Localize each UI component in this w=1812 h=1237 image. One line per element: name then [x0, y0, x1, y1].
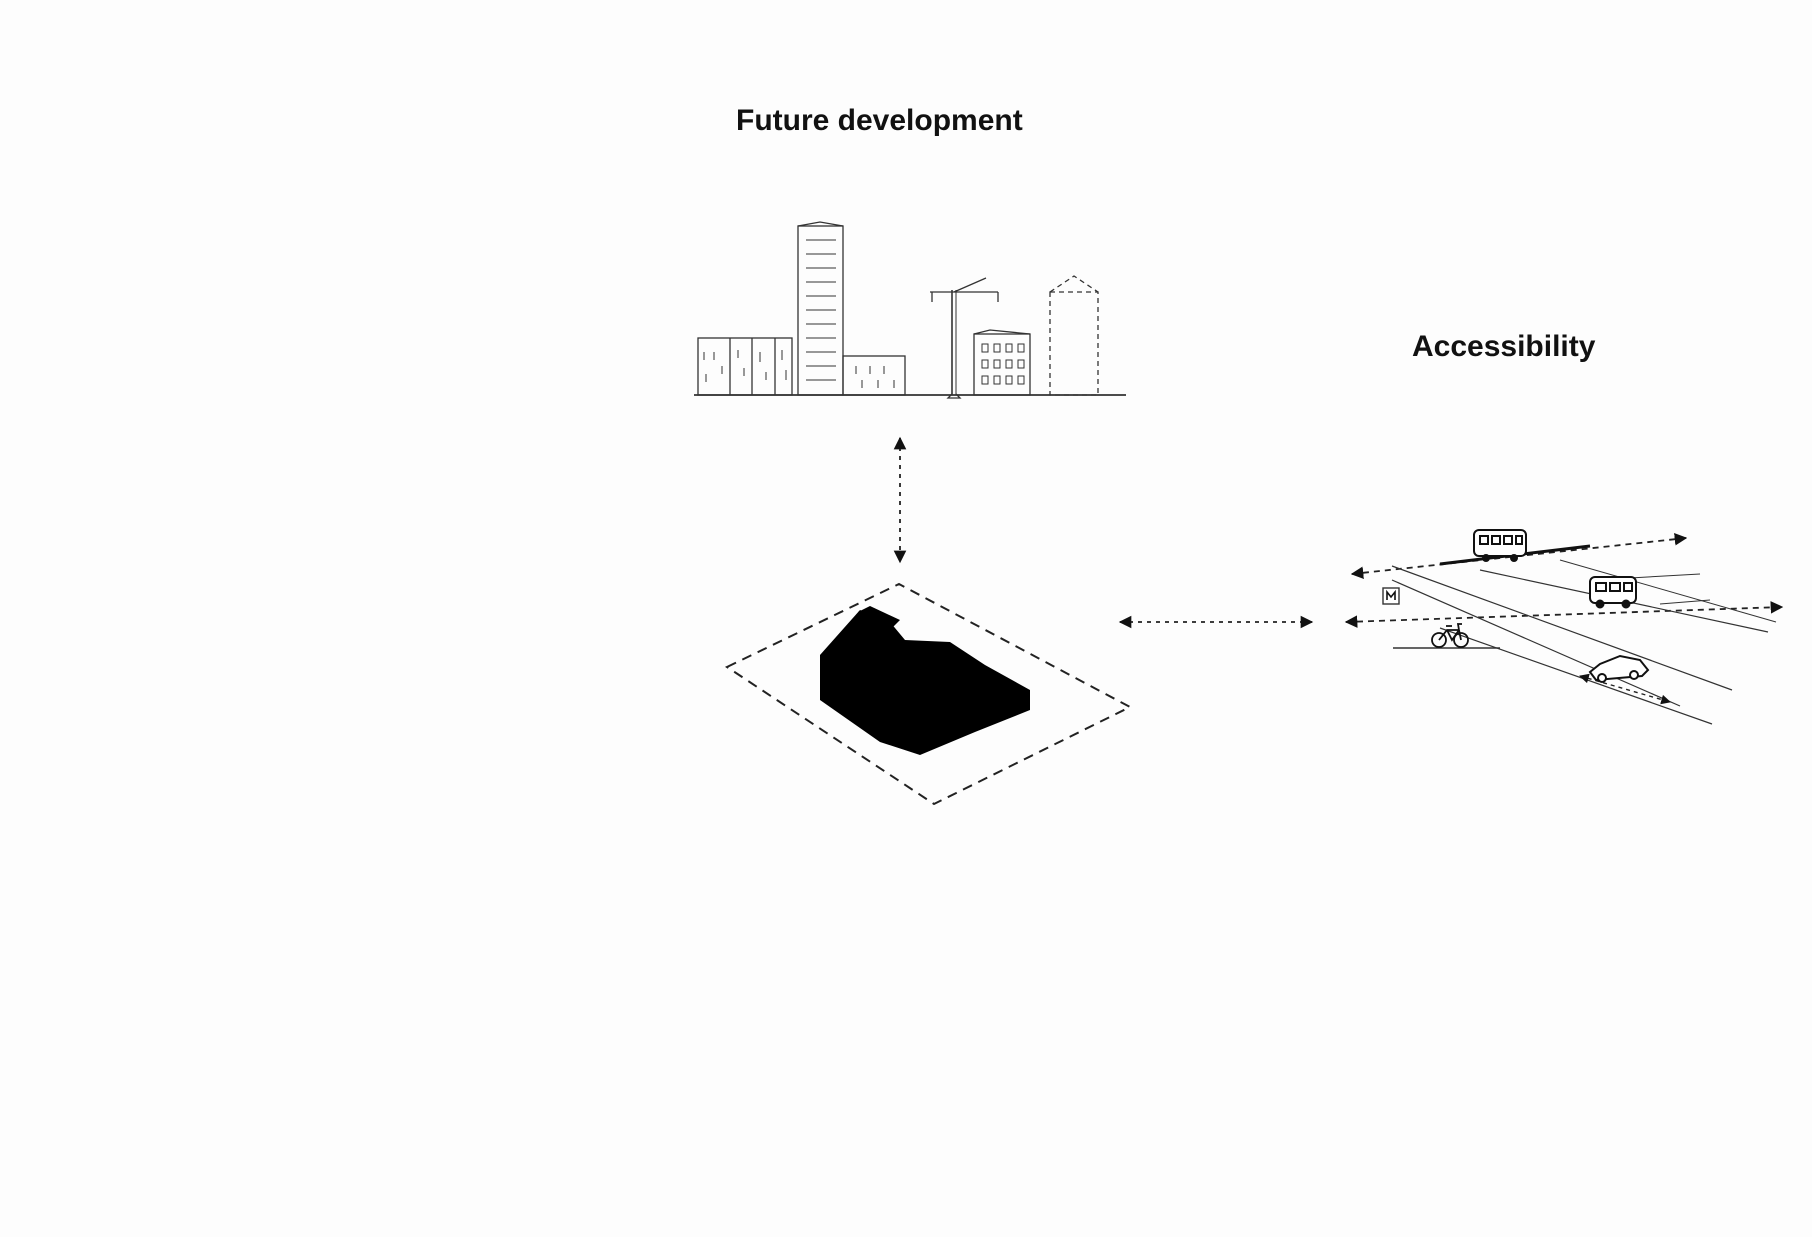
bicycle-icon — [1431, 623, 1469, 648]
future-development-title: Future development — [736, 104, 1023, 137]
metro-sign-icon — [1382, 587, 1400, 605]
site-building-icon — [724, 582, 1133, 806]
bus-icon — [1589, 576, 1637, 609]
cityscape-icon — [694, 221, 1126, 399]
tram-icon — [1473, 529, 1527, 562]
accessibility-title: Accessibility — [1412, 330, 1596, 363]
car-icon — [1588, 654, 1650, 683]
transport-network — [1344, 532, 1784, 725]
